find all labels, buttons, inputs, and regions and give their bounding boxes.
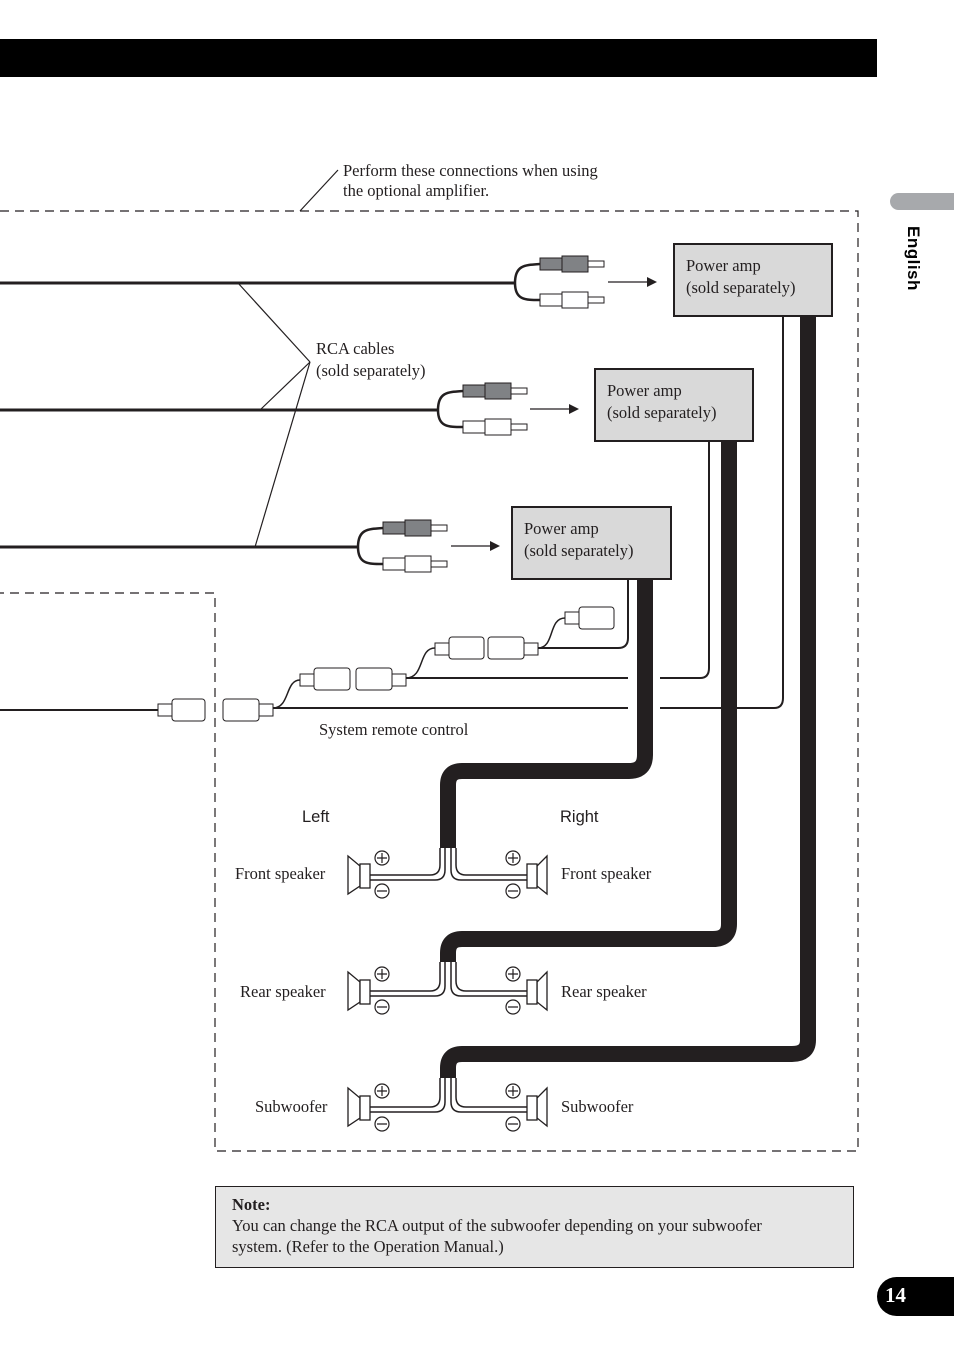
- remote-connector-female: [355, 667, 407, 691]
- rca-plug-pair-2: [436, 382, 528, 436]
- rear-speaker-left-label: Rear speaker: [240, 982, 326, 1001]
- note-box: Note: You can change the RCA output of t…: [215, 1186, 854, 1268]
- speaker-group-front: [370, 848, 527, 881]
- arrow-icon: [530, 404, 579, 414]
- power-amp-box-2: Power amp (sold separately): [594, 368, 754, 442]
- polarity-icons: [374, 850, 521, 1132]
- note-line1: You can change the RCA output of the sub…: [232, 1216, 762, 1235]
- rca-plug-pair-1: [513, 255, 605, 309]
- note-line2: system. (Refer to the Operation Manual.): [232, 1237, 504, 1256]
- rca-label-line1: RCA cables: [316, 339, 395, 358]
- page-number: 14: [885, 1283, 906, 1307]
- power-amp-subtitle: (sold separately): [686, 278, 796, 297]
- subwoofer-left-label: Subwoofer: [255, 1097, 328, 1116]
- power-amp-title: Power amp: [686, 256, 761, 275]
- rca-leader-3: [254, 361, 311, 548]
- speaker-cable-front: [440, 578, 653, 848]
- arrow-icon: [451, 541, 500, 551]
- remote-connector-female: [487, 636, 539, 660]
- left-label: Left: [302, 808, 330, 826]
- callout-optional-amp-line1: Perform these connections when using: [343, 161, 598, 180]
- language-label: English: [904, 226, 923, 291]
- speaker-group-rear: [370, 962, 527, 997]
- page-number-tab: [877, 1277, 954, 1316]
- remote-connector-male: [564, 606, 615, 630]
- power-amp-title: Power amp: [607, 381, 682, 400]
- remote-connector-male: [299, 667, 351, 691]
- header-bar: [0, 39, 877, 77]
- power-amp-box-1: Power amp (sold separately): [673, 243, 833, 317]
- callout-optional-amp-line2: the optional amplifier.: [343, 181, 490, 200]
- language-tab: [890, 193, 954, 210]
- front-speaker-left-label: Front speaker: [235, 864, 326, 883]
- rear-speaker-right-label: Rear speaker: [561, 982, 647, 1001]
- power-amp-subtitle: (sold separately): [524, 541, 634, 560]
- note-title: Note:: [232, 1195, 271, 1214]
- right-label: Right: [560, 808, 599, 826]
- remote-connector-female: [222, 698, 274, 722]
- speaker-cable-rear: [440, 440, 737, 962]
- power-amp-title: Power amp: [524, 519, 599, 538]
- callout-leader-optional: [299, 169, 339, 212]
- remote-connector-male: [157, 698, 206, 722]
- remote-connector-male: [434, 636, 485, 660]
- speaker-cable-sub: [440, 315, 816, 1078]
- power-amp-box-3: Power amp (sold separately): [511, 506, 672, 580]
- rca-leader-1: [237, 282, 311, 363]
- front-speaker-right-label: Front speaker: [561, 864, 652, 883]
- rca-label-line2: (sold separately): [316, 361, 426, 380]
- subwoofer-right-label: Subwoofer: [561, 1097, 634, 1116]
- arrow-icon: [608, 277, 657, 287]
- rca-leader-2: [259, 361, 311, 411]
- speaker-group-sub: [370, 1078, 527, 1113]
- optional-amp-frame: [0, 210, 859, 1152]
- system-remote-label: System remote control: [319, 720, 469, 739]
- power-amp-subtitle: (sold separately): [607, 403, 717, 422]
- rca-plug-pair-3: [356, 519, 448, 573]
- speaker-icon: [347, 854, 548, 1128]
